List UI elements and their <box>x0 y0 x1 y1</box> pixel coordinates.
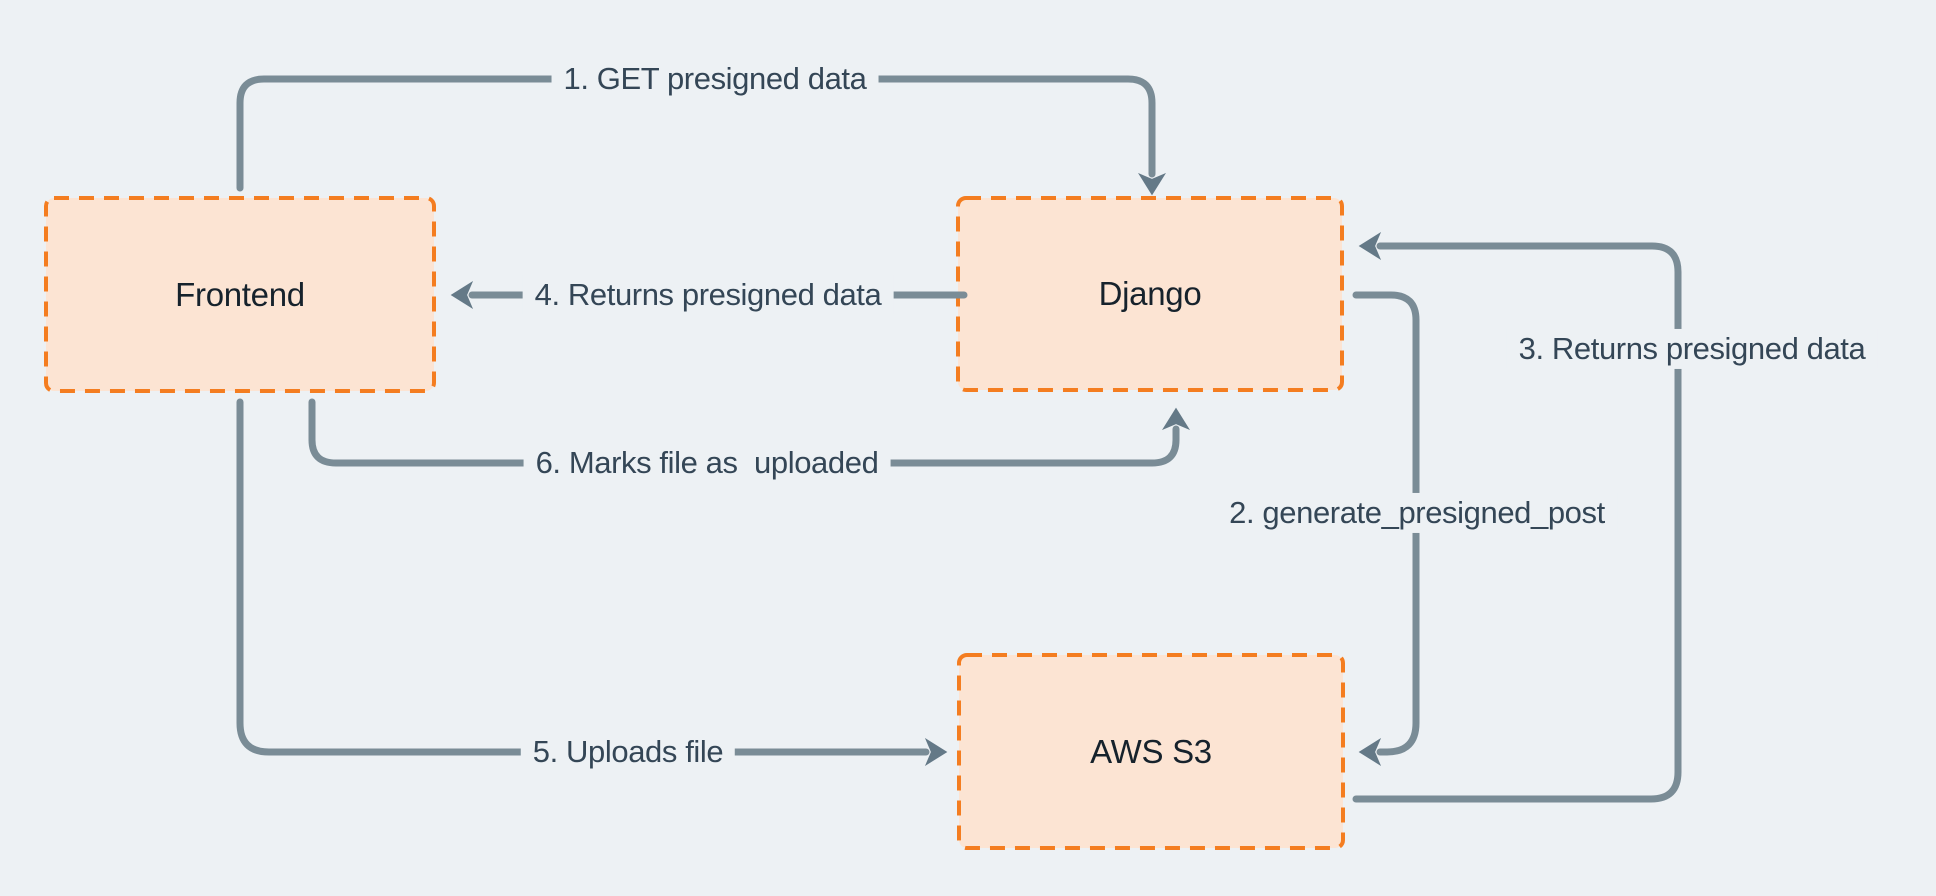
edge-label-4: 4. Returns presigned data <box>522 274 894 316</box>
edge-5-uploads-file <box>236 398 948 766</box>
edge-label-6: 6. Marks file as uploaded <box>523 442 891 484</box>
edge-label-2: 2. generate_presigned_post <box>1217 492 1617 534</box>
edge-3-returns-presigned-data <box>1352 232 1682 803</box>
edge-label-1: 1. GET presigned data <box>551 58 879 100</box>
edge-label-3: 3. Returns presigned data <box>1506 328 1878 370</box>
edge-label-5: 5. Uploads file <box>520 731 736 773</box>
django-node-box <box>956 196 1344 392</box>
aws-s3-node-box <box>957 653 1345 850</box>
frontend-node-box <box>44 196 436 393</box>
